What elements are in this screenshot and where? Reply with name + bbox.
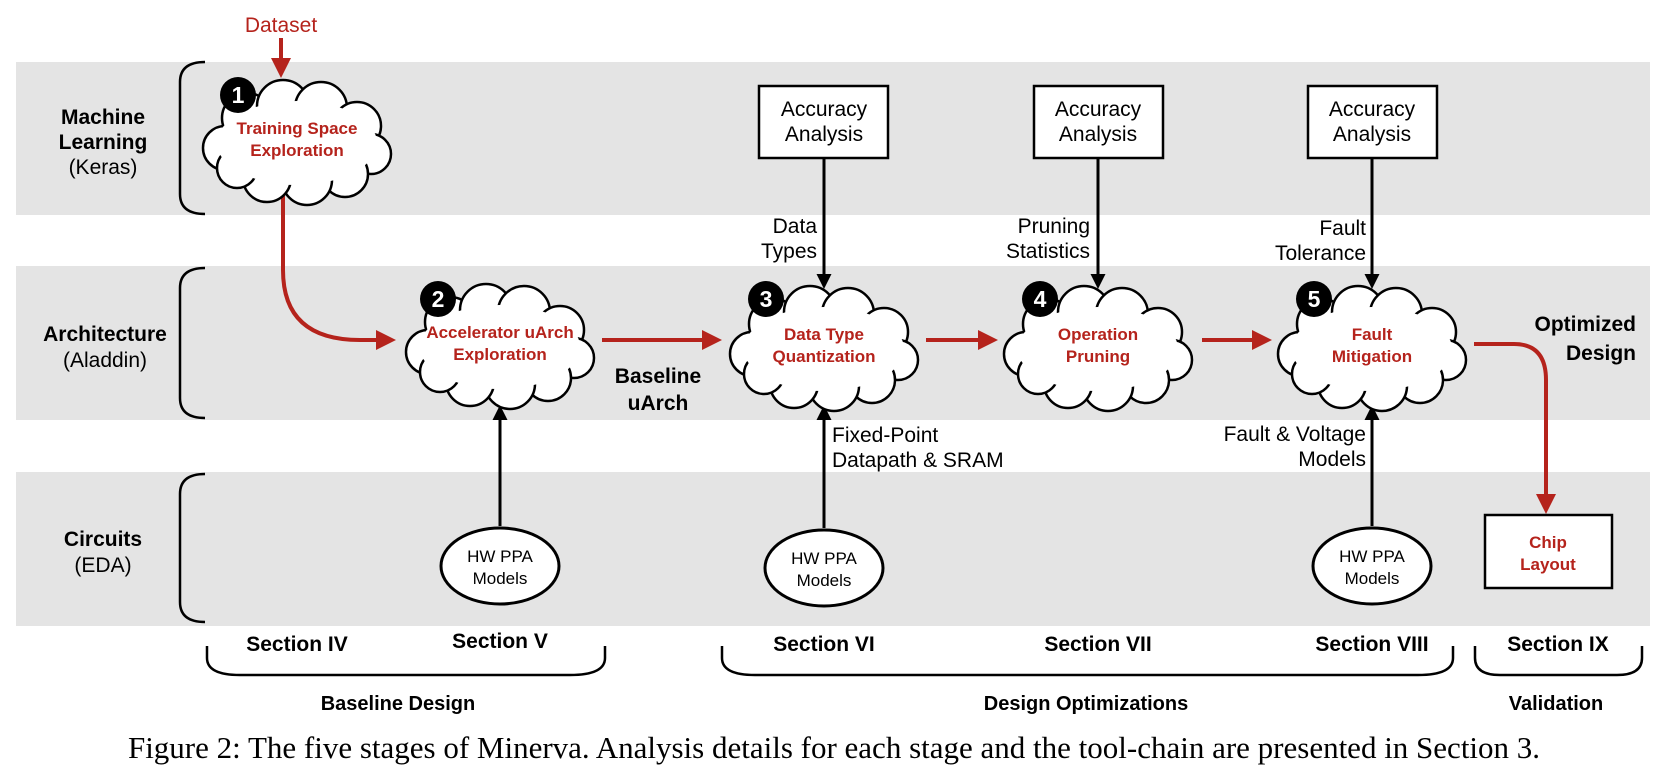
- chip-layout-box: Chip Layout: [1483, 513, 1614, 590]
- accuracy-analysis-box-4: Accuracy Analysis: [1032, 84, 1165, 160]
- stage-5-label-line2: Mitigation: [1332, 347, 1412, 366]
- stage-4-label-line2: Pruning: [1066, 347, 1130, 366]
- stage-1-label-line2: Exploration: [250, 141, 344, 160]
- edge-label-fault-voltage-line1: Fault & Voltage: [1224, 423, 1366, 446]
- section-label-iv: Section IV: [246, 633, 348, 656]
- accuracy-analysis-line2: Analysis: [785, 123, 863, 146]
- stage-5-number: 5: [1308, 286, 1321, 312]
- stage-3-cloud: Data Type Quantization: [728, 284, 920, 413]
- edge-label-fault-tol-line1: Fault: [1319, 217, 1366, 240]
- stage-3-label-line2: Quantization: [773, 347, 876, 366]
- section-label-ix: Section IX: [1507, 633, 1609, 656]
- chip-layout-line1: Chip: [1529, 533, 1567, 552]
- stage-5-label-line1: Fault: [1352, 325, 1393, 344]
- row-tool-ml: (Keras): [69, 156, 138, 179]
- dataset-label: Dataset: [245, 14, 318, 37]
- edge-label-pruning-line1: Pruning: [1018, 215, 1090, 238]
- baseline-uarch-line2: uArch: [628, 392, 689, 415]
- stage-4-cloud: Operation Pruning: [1002, 284, 1194, 413]
- group-label-design-optimizations: Design Optimizations: [984, 693, 1188, 715]
- accuracy-analysis-box-5: Accuracy Analysis: [1306, 84, 1439, 160]
- hw-ppa-models-5: HW PPA Models: [1311, 526, 1433, 606]
- accuracy-analysis-line1: Accuracy: [781, 98, 868, 121]
- stage-2-label-line2: Exploration: [453, 345, 547, 364]
- baseline-uarch-line1: Baseline: [615, 365, 701, 388]
- accuracy-analysis-line2: Analysis: [1059, 123, 1137, 146]
- row-tool-arch: (Aladdin): [63, 349, 147, 372]
- stage-1-cloud: Training Space Exploration: [201, 78, 393, 207]
- optimized-design-line1: Optimized: [1534, 313, 1636, 336]
- edge-label-fault-voltage-line2: Models: [1298, 448, 1366, 471]
- hw-ppa-line1: HW PPA: [467, 547, 533, 566]
- flow-arrow-5-to-chip: [1474, 342, 1556, 514]
- group-brace-optimizations: [720, 646, 1455, 677]
- edge-label-fixed-point-line2: Datapath & SRAM: [832, 449, 1004, 472]
- row-tool-circ: (EDA): [74, 554, 131, 577]
- stage-2-number-badge: [420, 281, 456, 317]
- row-label-ml-line1: Machine: [61, 106, 145, 129]
- optimized-design-line2: Design: [1566, 342, 1636, 365]
- edge-label-data-types-line1: Data: [773, 215, 818, 238]
- hw-ppa-line2: Models: [473, 569, 528, 588]
- stage-3-number: 3: [760, 286, 773, 312]
- row-label-arch: Architecture: [43, 323, 167, 346]
- stage-5-cloud: Fault Mitigation: [1276, 284, 1468, 413]
- group-brace-validation: [1473, 646, 1644, 677]
- stage-3-label-line1: Data Type: [784, 325, 864, 344]
- row-label-circ: Circuits: [64, 528, 142, 551]
- hw-ppa-models-3: HW PPA Models: [763, 528, 885, 608]
- stage-4-number-badge: [1022, 281, 1058, 317]
- hw-ppa-models-2: HW PPA Models: [439, 526, 561, 606]
- row-brace-ml: [178, 60, 206, 216]
- stage-4-number: 4: [1034, 286, 1047, 312]
- section-label-vii: Section VII: [1044, 633, 1151, 656]
- stage-1-number-badge: [220, 77, 256, 113]
- hw-ppa-line2: Models: [1345, 569, 1400, 588]
- group-label-baseline-design: Baseline Design: [321, 693, 476, 715]
- row-brace-circ: [178, 472, 206, 624]
- stage-2-cloud: Accelerator uArch Exploration: [404, 282, 596, 411]
- row-label-ml-line2: Learning: [59, 131, 148, 154]
- group-brace-baseline: [205, 646, 607, 677]
- section-label-vi: Section VI: [773, 633, 875, 656]
- flow-arrow-1-to-2: [281, 196, 396, 350]
- hw-ppa-line2: Models: [797, 571, 852, 590]
- stage-2-number: 2: [432, 286, 445, 312]
- accuracy-analysis-line2: Analysis: [1333, 123, 1411, 146]
- hw-ppa-line1: HW PPA: [791, 549, 857, 568]
- stage-1-label-line1: Training Space: [237, 119, 358, 138]
- edge-label-fixed-point-line1: Fixed-Point: [832, 424, 938, 447]
- row-brace-arch: [178, 266, 206, 420]
- figure-caption: Figure 2: The five stages of Minerva. An…: [128, 730, 1540, 765]
- stage-4-label-line1: Operation: [1058, 325, 1138, 344]
- stage-3-number-badge: [748, 281, 784, 317]
- edge-label-pruning-line2: Statistics: [1006, 240, 1090, 263]
- section-label-v: Section V: [452, 630, 548, 653]
- group-label-validation: Validation: [1509, 693, 1603, 715]
- accuracy-analysis-line1: Accuracy: [1055, 98, 1142, 121]
- section-label-viii: Section VIII: [1315, 633, 1428, 656]
- chip-layout-line2: Layout: [1520, 555, 1576, 574]
- accuracy-analysis-line1: Accuracy: [1329, 98, 1416, 121]
- edge-label-data-types-line2: Types: [761, 240, 817, 263]
- accuracy-analysis-box-3: Accuracy Analysis: [757, 84, 890, 160]
- stage-1-number: 1: [232, 82, 245, 108]
- stage-5-number-badge: [1296, 281, 1332, 317]
- stage-2-label-line1: Accelerator uArch: [426, 323, 573, 342]
- hw-ppa-line1: HW PPA: [1339, 547, 1405, 566]
- edge-label-fault-tol-line2: Tolerance: [1275, 242, 1366, 265]
